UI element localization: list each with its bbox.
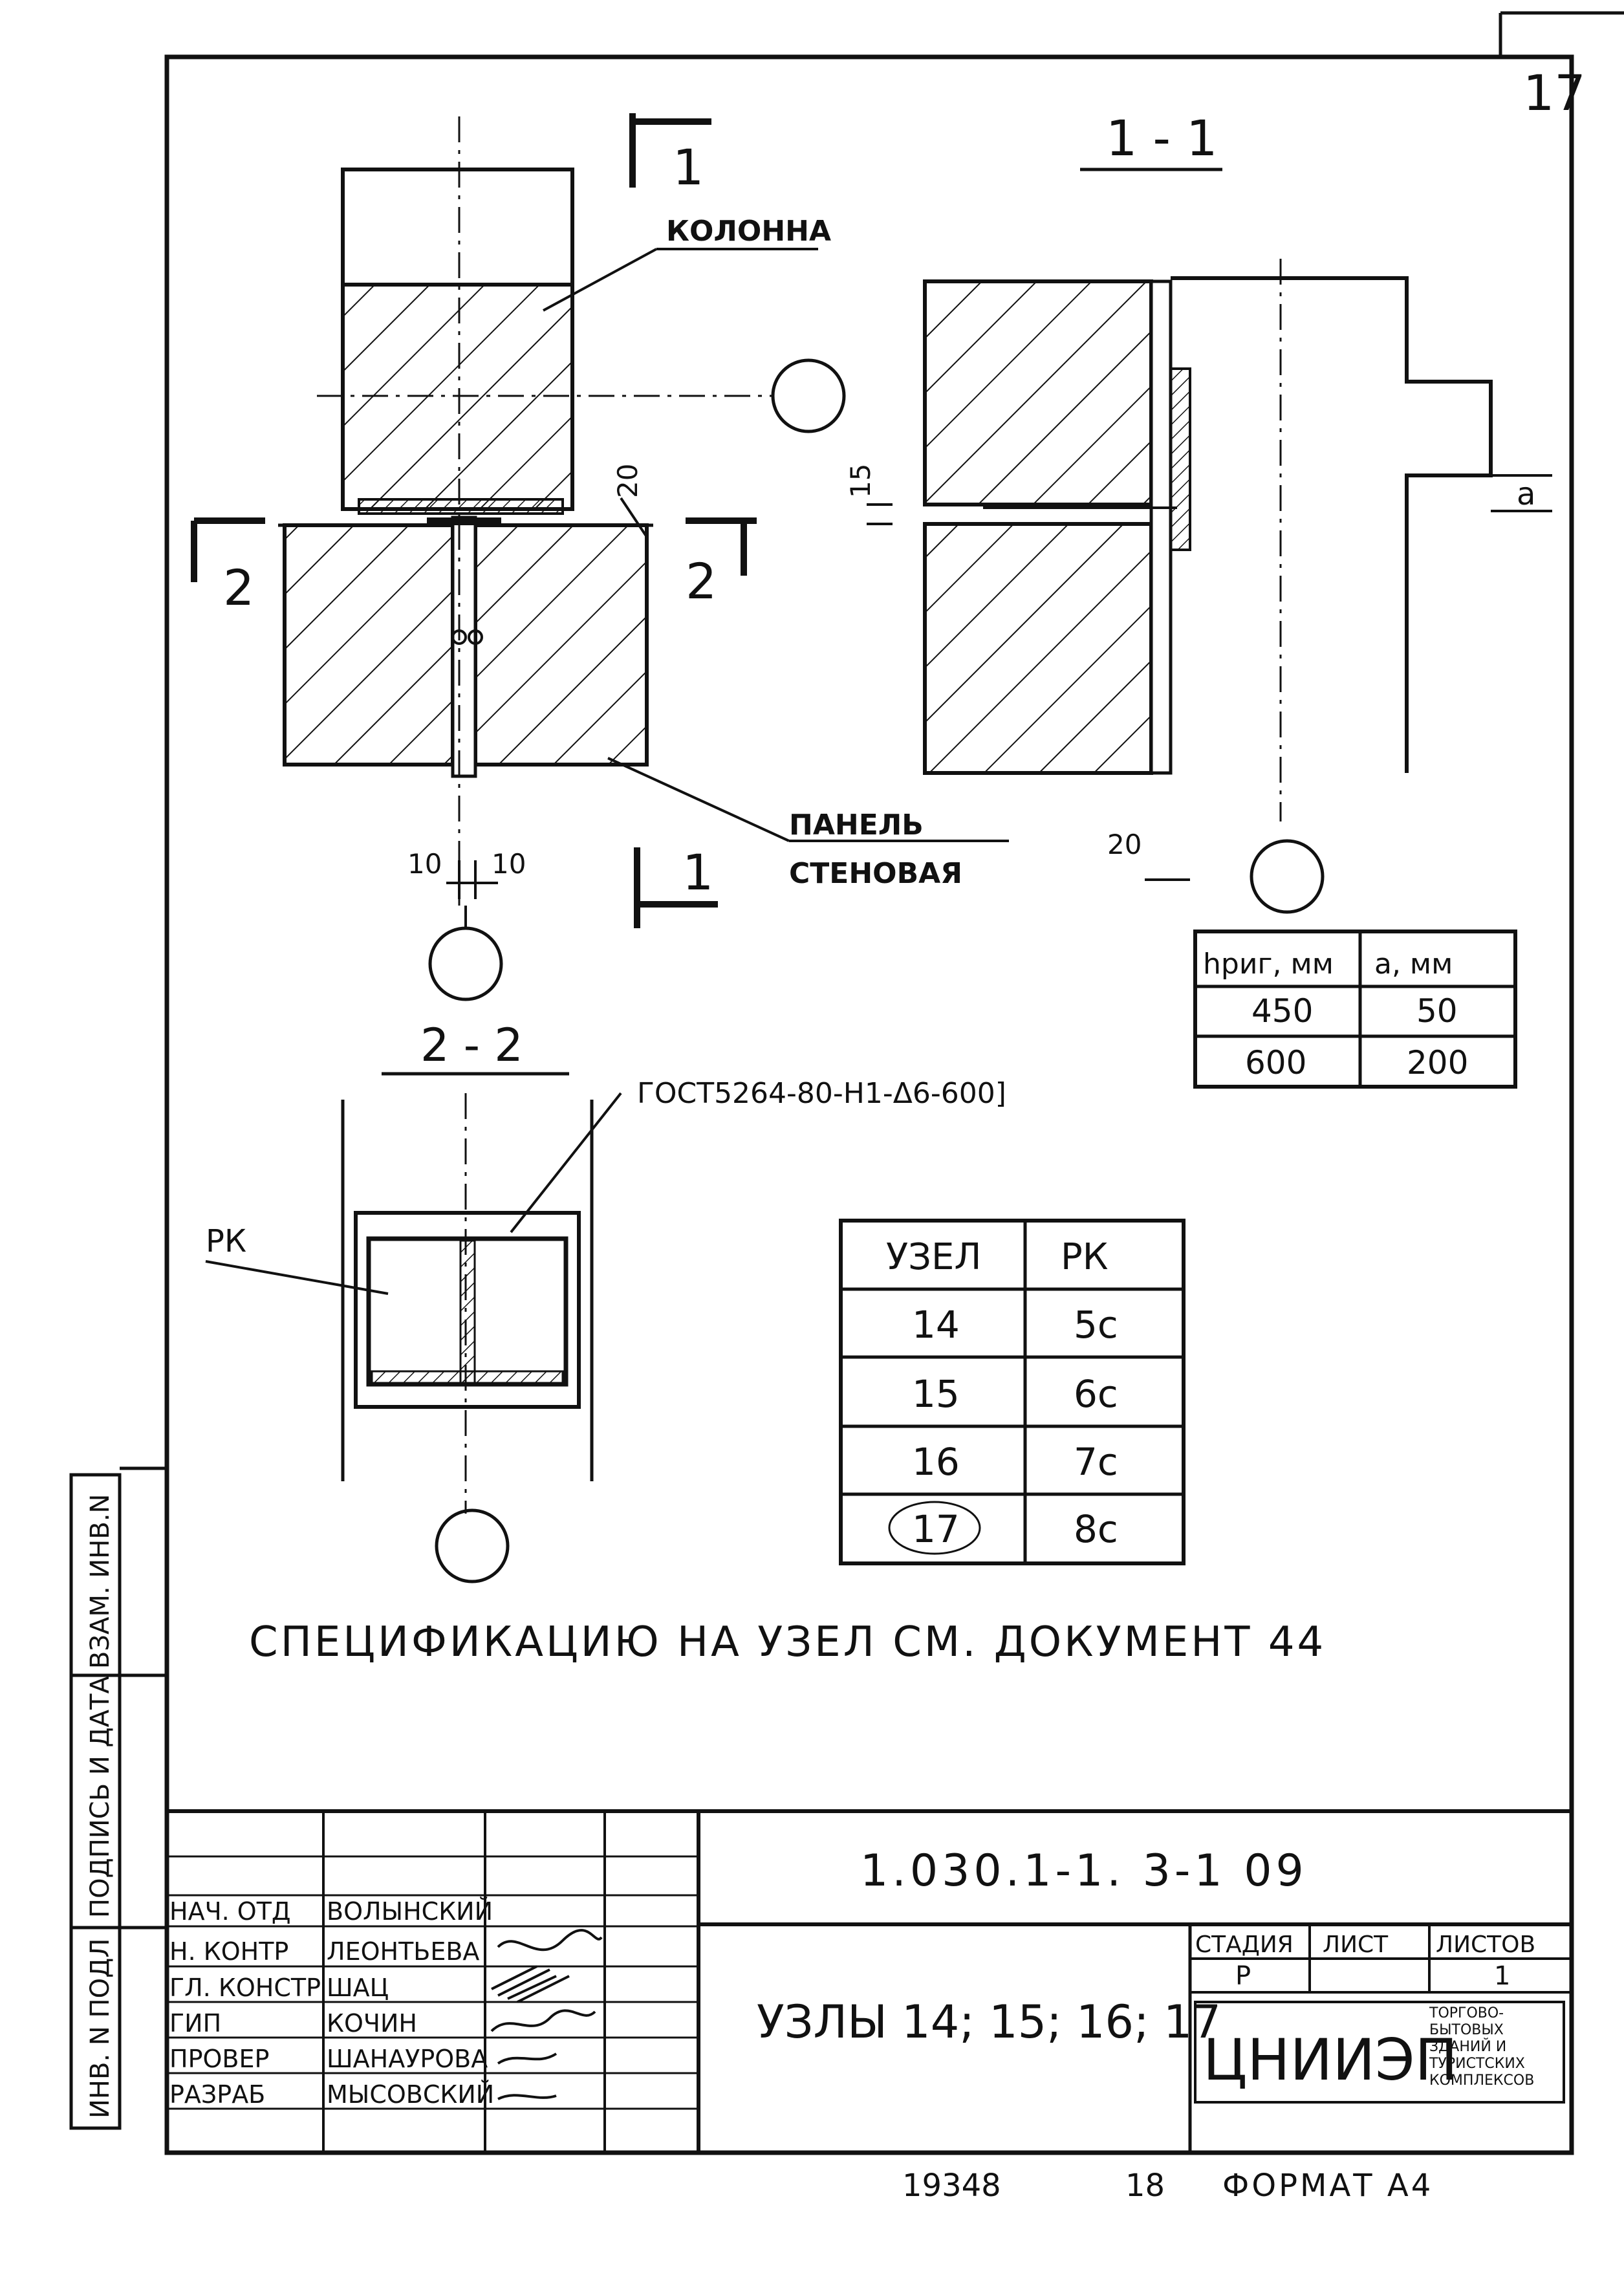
section-1-1: 1 - 1 15 a 20 [845,109,1552,914]
title-block: 1.030.1-1. 3-1 09 УЗЛЫ 14; 15; 16; 17 НА… [167,1809,1572,2153]
doc-code: 1.030.1-1. 3-1 09 [860,1845,1308,1897]
role-name: МЫСОВСКИЙ [327,2080,494,2109]
sheet-header: ЛИСТ [1323,1931,1389,1958]
org-text: ТОРГОВО-БЫТОВЫХ ЗДАНИЙ И ТУРИСТСКИХ КОМП… [1429,2005,1535,2089]
dimension-15: 15 [845,464,876,498]
height-table-cell: 450 [1251,992,1313,1030]
node-table-header-node: УЗЕЛ [886,1236,982,1278]
height-table-cell: 600 [1245,1044,1306,1082]
role-label: ПРОВЕР [169,2045,269,2073]
height-table-cell: 200 [1407,1044,1468,1082]
dimension-20-top: 20 [612,464,644,498]
dimension-20-bottom: 20 [1107,829,1142,860]
role-label: ГЛ. КОНСТР [169,1974,321,2002]
axis-bubble-right [771,358,846,433]
role-label: ГИП [169,2009,221,2038]
sheet-corner-number: 17 [1523,64,1586,122]
dimension-10-right: 10 [492,848,526,880]
gost-label: ГОСТ5264-80-Н1-Δ6-600] [637,1077,1006,1110]
node-table-cell: 17 [912,1507,960,1551]
height-table-header-a: a, мм [1374,948,1453,981]
axis-bubble-section-2 [435,1508,510,1583]
node-table-cell: 16 [912,1440,960,1484]
sheet-frame [164,54,1574,2155]
wall-panel-right [473,523,649,767]
height-table-cell: 50 [1416,992,1458,1030]
node-table-cell: 6c [1074,1372,1118,1416]
height-table-header-h: hриг, мм [1203,948,1334,981]
node-table-header-rk: РК [1061,1236,1109,1278]
column-label: КОЛОННА [666,215,831,248]
node-table-cell: 5c [1074,1303,1118,1347]
role-label: НАЧ. ОТД [169,1897,291,1926]
node-table-cell: 15 [912,1372,960,1416]
role-label: РАЗРАБ [169,2080,265,2109]
footer-number-2: 18 [1125,2168,1165,2204]
dimension-10-left: 10 [407,848,442,880]
sheets-value: 1 [1494,1961,1510,1991]
panel-label-line2: СТЕНОВАЯ [789,857,962,890]
section-2-2: 2 - 2 РК ГОСТ5264-80-Н1-Δ6-600] [205,1019,1006,1583]
stage-header: СТАДИЯ [1195,1931,1294,1958]
org-logo: ЦНИИЭП [1203,2027,1458,2093]
specification-note: СПЕЦИФИКАЦИЮ НА УЗЕЛ СМ. ДОКУМЕНТ 44 [249,1618,1326,1666]
footer-format: ФОРМАТ А4 [1222,2168,1433,2204]
stage-value: Р [1235,1961,1251,1991]
section-1-1-title: 1 - 1 [1106,109,1217,167]
sheets-header: ЛИСТОВ [1436,1931,1535,1958]
height-table: hриг, мм a, мм 450 50 600 200 [1193,930,1517,1089]
side-stamp-signature: ПОДПИСЬ И ДАТА [85,1675,115,1918]
node-elevation: КОЛОННА ПАНЕЛЬ СТЕНОВАЯ 1 1 2 2 20 10 10 [191,113,1009,1001]
section-2-2-title: 2 - 2 [420,1019,523,1072]
role-name: КОЧИН [327,2009,417,2038]
role-name: ВОЛЫНСКИЙ [327,1897,493,1926]
node-table-cell: 14 [912,1303,960,1347]
footer-number-1: 19348 [902,2168,1001,2204]
node-table-cell: 7c [1074,1440,1118,1484]
node-table-cell: 8c [1074,1507,1118,1551]
signatures [490,1929,603,2100]
side-stamp: ИНВ. N ПОДЛ ПОДПИСЬ И ДАТА ВЗАМ. ИНВ.N [69,1466,167,2130]
rk-label: РК [206,1223,246,1259]
panel-label-line1: ПАНЕЛЬ [789,809,924,842]
dimension-a: a [1517,476,1535,512]
section-2-mark-left: 2 [223,559,254,616]
section-2-mark-right: 2 [686,552,717,610]
role-name: ШАЦ [327,1974,389,2002]
section-1-mark-bottom: 1 [682,843,713,901]
role-label: Н. КОНТР [169,1937,288,1966]
wall-panel-left [283,523,455,767]
axis-bubble-section-1 [1250,839,1325,914]
section-1-mark-top: 1 [673,138,704,196]
node-table: УЗЕЛ РК 14 5c 15 6c 16 7c 17 8c [839,1219,1186,1565]
side-stamp-inv: ИНВ. N ПОДЛ [85,1939,115,2118]
role-name: ЛЕОНТЬЕВА [327,1937,479,1966]
axis-bubble-bottom [428,926,503,1001]
role-name: ШАНАУРОВА [327,2045,488,2073]
drawing-title: УЗЛЫ 14; 15; 16; 17 [757,1996,1221,2049]
side-stamp-replace: ВЗАМ. ИНВ.N [85,1494,115,1669]
